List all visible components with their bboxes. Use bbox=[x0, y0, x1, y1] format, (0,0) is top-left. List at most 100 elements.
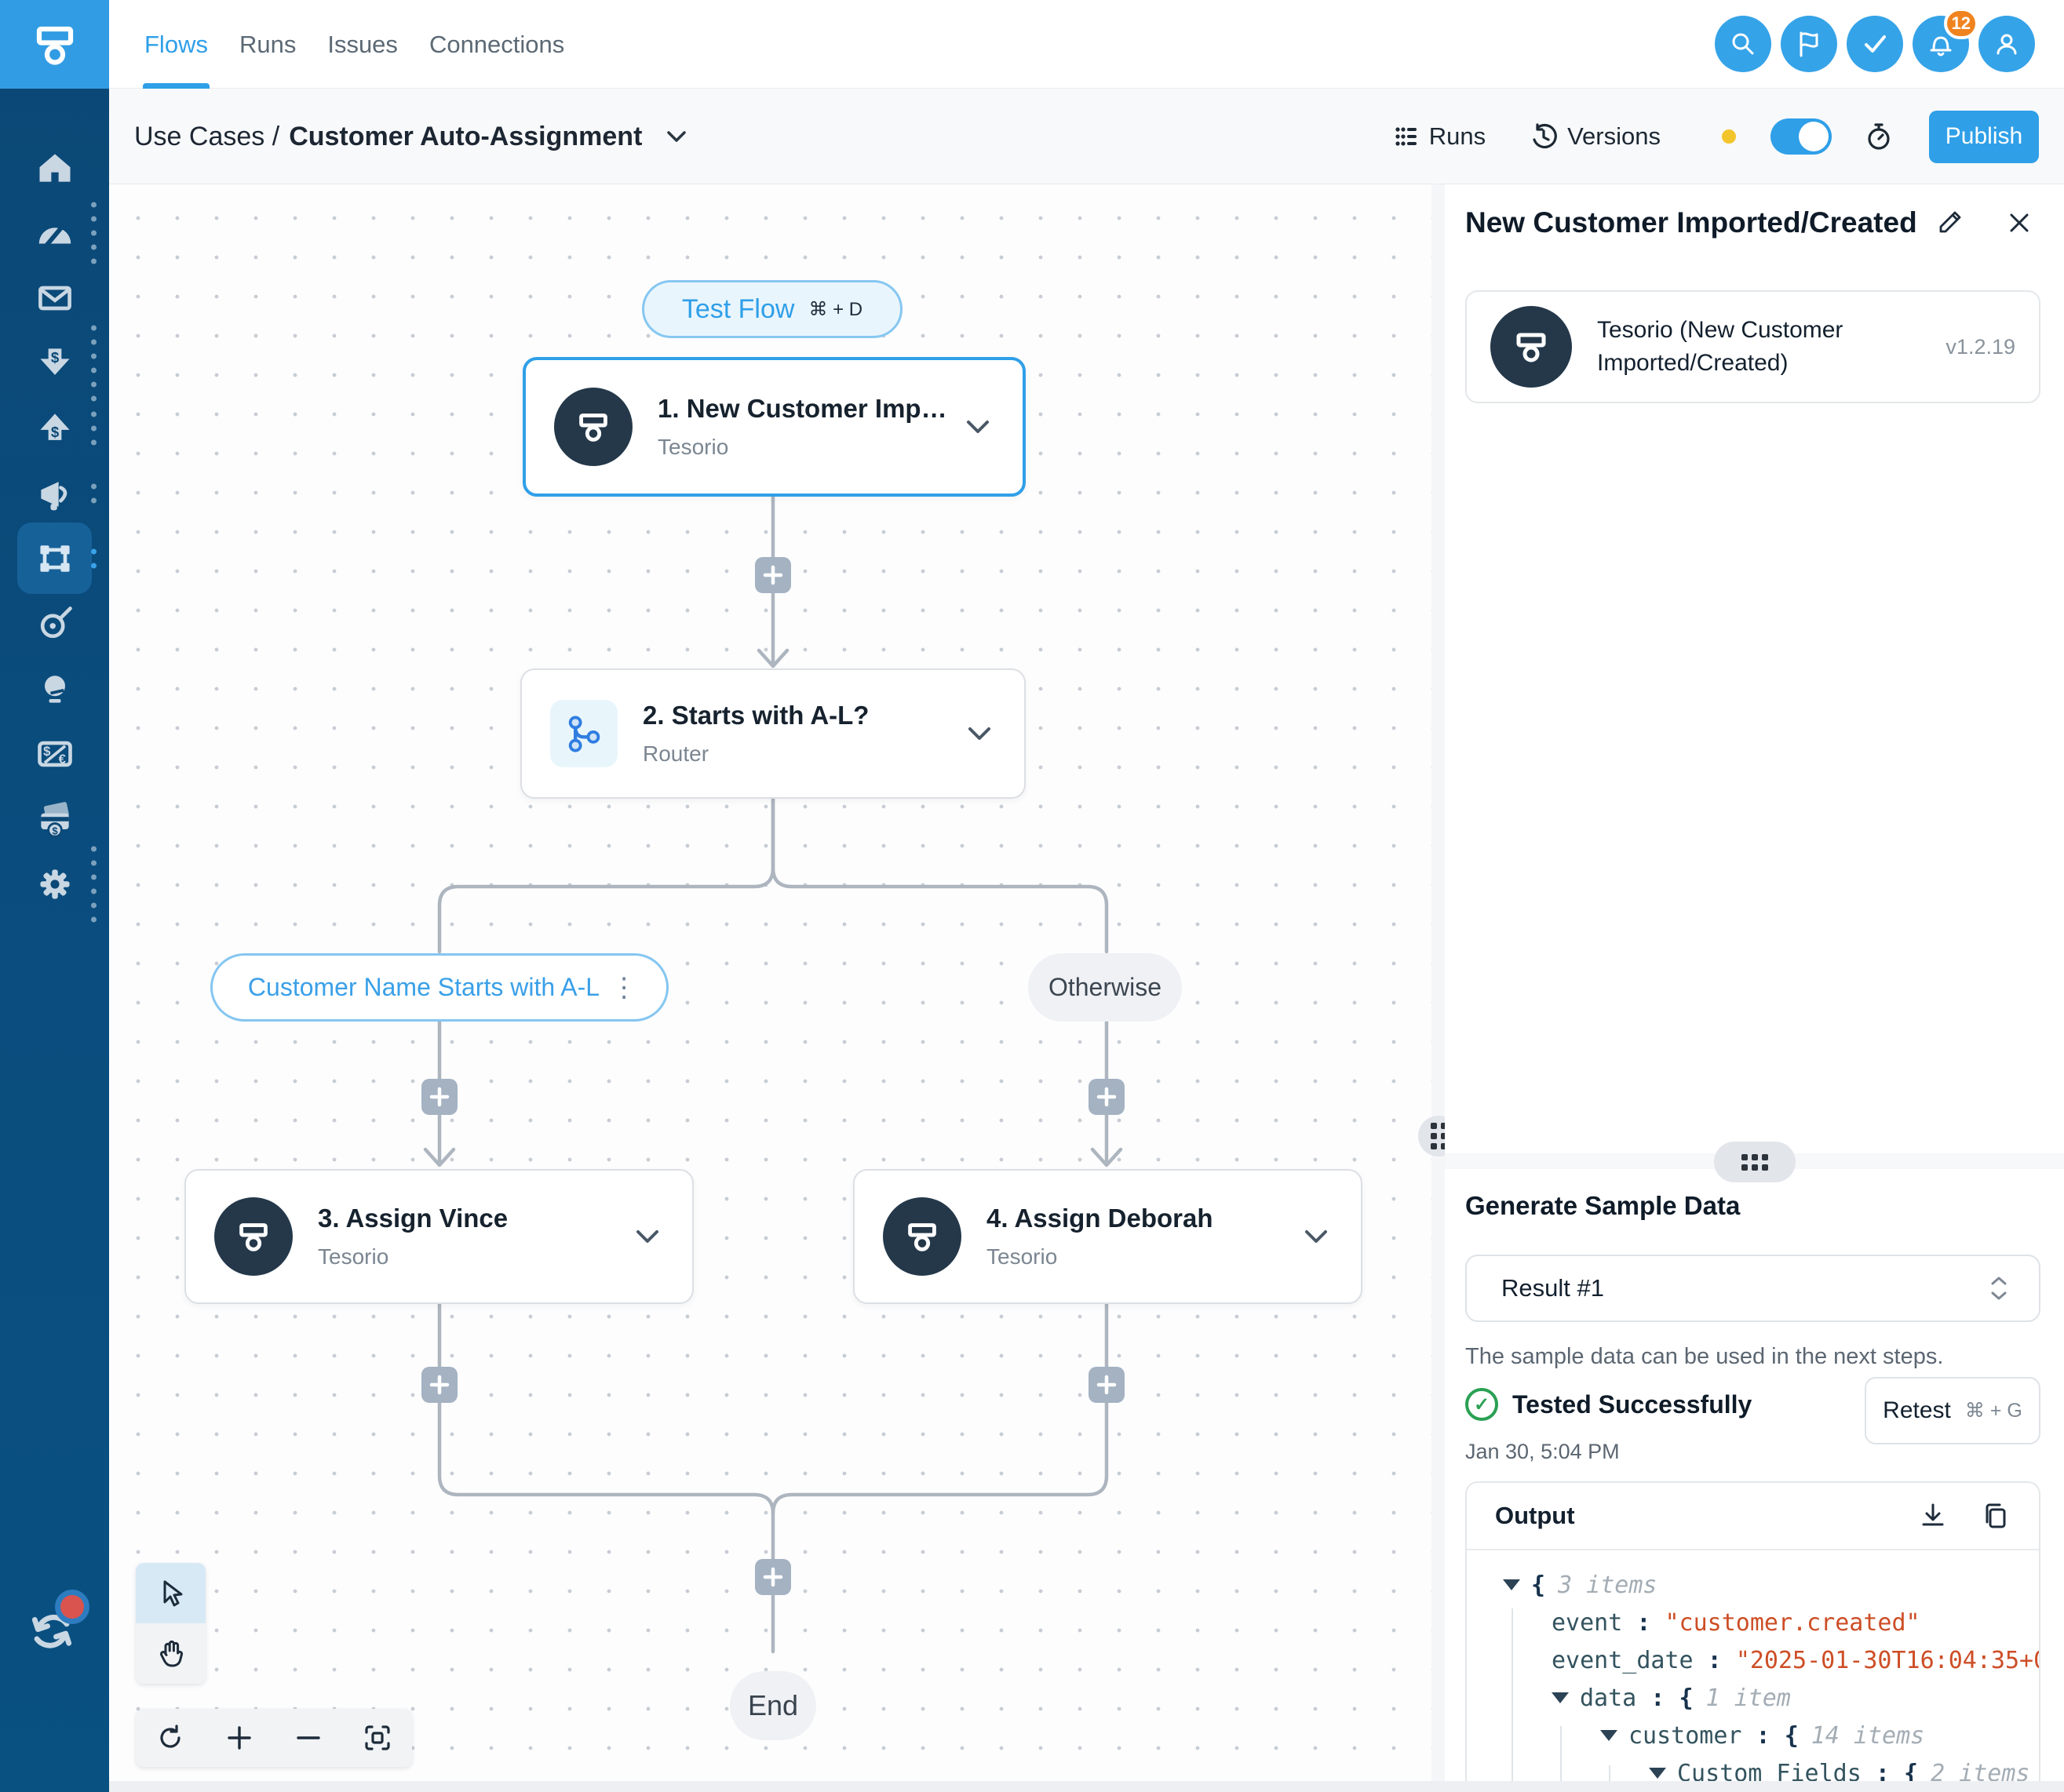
add-step-button[interactable] bbox=[755, 1559, 791, 1595]
history-icon bbox=[1533, 123, 1557, 149]
cash-in-subitems-dots bbox=[91, 325, 97, 401]
tab-connections[interactable]: Connections bbox=[428, 30, 565, 58]
campaigns-icon bbox=[40, 481, 67, 510]
notifications-button[interactable]: 12 bbox=[1913, 8, 1978, 72]
chevron-down-icon[interactable] bbox=[634, 1228, 661, 1245]
sidebar-item-settings[interactable] bbox=[0, 846, 109, 922]
search-button[interactable] bbox=[1715, 16, 1771, 72]
tab-runs[interactable]: Runs bbox=[239, 30, 297, 58]
sidebar-item-campaigns[interactable] bbox=[0, 461, 109, 526]
download-icon bbox=[1922, 1503, 1944, 1526]
copy-output-button[interactable] bbox=[1981, 1501, 2011, 1531]
retest-button[interactable]: Retest ⌘ + G bbox=[1865, 1377, 2040, 1444]
connector-name: Tesorio (New Customer Imported/Created) bbox=[1597, 317, 1843, 376]
dashboard-subitems-dots bbox=[91, 202, 97, 264]
json-row: event_date : "2025-01-30T16:04:35+0000" bbox=[1552, 1646, 2039, 1674]
collapse-toggle-icon[interactable] bbox=[1552, 1692, 1569, 1703]
test-flow-button[interactable]: Test Flow ⌘ + D bbox=[642, 280, 903, 338]
reset-view-button[interactable] bbox=[155, 1723, 185, 1753]
tab-flows[interactable]: Flows bbox=[143, 0, 210, 89]
sidebar-item-goals[interactable] bbox=[0, 591, 109, 656]
top-header: Flows Runs Issues Connections 12 bbox=[109, 0, 2064, 89]
sidebar-item-insights[interactable] bbox=[0, 656, 109, 721]
account-button[interactable] bbox=[1978, 16, 2035, 72]
home-icon bbox=[39, 153, 70, 182]
collapse-toggle-icon[interactable] bbox=[1600, 1730, 1617, 1741]
add-step-button[interactable] bbox=[755, 557, 791, 593]
bell-icon bbox=[1930, 36, 1952, 56]
canvas-zoom-toolbar bbox=[136, 1709, 412, 1767]
schedule-button[interactable] bbox=[1863, 121, 1894, 152]
edit-title-button[interactable] bbox=[1935, 208, 1964, 238]
branch-otherwise-pill[interactable]: Otherwise bbox=[1028, 953, 1182, 1022]
fit-view-button[interactable] bbox=[363, 1723, 392, 1753]
tesorio-logo-icon[interactable] bbox=[0, 0, 109, 89]
flow-edges bbox=[423, 495, 1123, 1654]
node-subtitle: Tesorio bbox=[318, 1244, 389, 1269]
tree-guide bbox=[1560, 1726, 1562, 1792]
node-assign-vince[interactable]: 3. Assign Vince Tesorio bbox=[184, 1169, 694, 1304]
runs-button[interactable]: Runs bbox=[1393, 122, 1486, 151]
flow-enabled-toggle[interactable] bbox=[1770, 118, 1832, 155]
collapse-toggle-icon[interactable] bbox=[1649, 1768, 1666, 1779]
svg-text:$: $ bbox=[43, 743, 51, 758]
panel-section-divider[interactable] bbox=[1445, 1142, 2064, 1182]
add-step-button[interactable] bbox=[421, 1079, 458, 1115]
tesorio-connector-icon bbox=[214, 1197, 293, 1276]
kebab-menu-icon[interactable]: ⋮ bbox=[611, 972, 638, 1003]
add-step-button[interactable] bbox=[1089, 1079, 1125, 1115]
flow-canvas[interactable]: Test Flow ⌘ + D 1. New Customer Imp… Tes… bbox=[109, 184, 1431, 1792]
sidebar-item-sync[interactable] bbox=[22, 1590, 89, 1663]
add-step-button[interactable] bbox=[1089, 1367, 1125, 1403]
select-mode-button[interactable] bbox=[136, 1563, 206, 1623]
add-step-button[interactable] bbox=[421, 1367, 458, 1403]
breadcrumb[interactable]: Use Cases / Customer Auto-Assignment bbox=[134, 89, 687, 184]
plus-icon bbox=[228, 1726, 251, 1750]
result-select[interactable]: Result #1 bbox=[1465, 1255, 2040, 1322]
sidebar-item-home[interactable] bbox=[0, 135, 109, 200]
publish-button[interactable]: Publish bbox=[1929, 110, 2039, 163]
versions-button[interactable]: Versions bbox=[1530, 122, 1661, 151]
dashboard-icon bbox=[38, 223, 71, 246]
tasks-button[interactable] bbox=[1847, 16, 1903, 72]
close-panel-button[interactable] bbox=[2006, 209, 2033, 236]
chevron-down-icon[interactable] bbox=[965, 418, 991, 435]
hand-icon bbox=[159, 1640, 183, 1666]
cash-in-icon: $ bbox=[39, 348, 70, 375]
zoom-out-button[interactable] bbox=[294, 1723, 323, 1753]
panel-resize-divider[interactable] bbox=[1418, 184, 1459, 1792]
download-output-button[interactable] bbox=[1918, 1501, 1948, 1531]
node-new-customer-trigger[interactable]: 1. New Customer Imp… Tesorio bbox=[523, 351, 1026, 497]
horizontal-scrollbar[interactable] bbox=[109, 1781, 2064, 1792]
node-assign-deborah[interactable]: 4. Assign Deborah Tesorio bbox=[853, 1169, 1362, 1304]
collapse-toggle-icon[interactable] bbox=[1503, 1579, 1520, 1590]
sidebar-item-mail[interactable] bbox=[0, 265, 109, 330]
insights-icon bbox=[44, 675, 65, 703]
sidebar-item-flows[interactable] bbox=[0, 523, 109, 594]
breadcrumb-parent[interactable]: Use Cases / bbox=[134, 121, 280, 151]
notification-badge: 12 bbox=[1943, 8, 1978, 39]
sidebar-item-dashboard[interactable] bbox=[0, 200, 109, 265]
output-header: Output bbox=[1467, 1483, 2039, 1550]
node-router[interactable]: 2. Starts with A-L? Router bbox=[520, 668, 1026, 799]
connector-card: Tesorio (New Customer Imported/Created) … bbox=[1465, 290, 2040, 403]
zoom-in-button[interactable] bbox=[224, 1723, 254, 1753]
sidebar-item-cash-in[interactable]: $ bbox=[0, 325, 109, 401]
flow-toolbar: Use Cases / Customer Auto-Assignment Run… bbox=[109, 89, 2064, 184]
currency-icon: $€ bbox=[37, 741, 72, 767]
feedback-button[interactable] bbox=[1781, 16, 1837, 72]
chevron-down-icon[interactable] bbox=[966, 725, 993, 742]
chevron-down-icon[interactable] bbox=[1303, 1228, 1329, 1245]
chevron-down-icon[interactable] bbox=[666, 129, 687, 144]
section-resize-handle[interactable] bbox=[1713, 1142, 1796, 1182]
runs-list-icon bbox=[1395, 127, 1417, 146]
sidebar-item-cash-out[interactable]: $ bbox=[0, 395, 109, 461]
user-icon bbox=[1997, 34, 2017, 55]
sidebar-item-payments[interactable]: $ bbox=[0, 786, 109, 851]
tab-issues[interactable]: Issues bbox=[327, 30, 398, 58]
tree-guide bbox=[1512, 1608, 1513, 1792]
pan-mode-button[interactable] bbox=[136, 1623, 206, 1684]
sidebar-item-currency[interactable]: $€ bbox=[0, 721, 109, 786]
branch-condition-pill[interactable]: Customer Name Starts with A-L ⋮ bbox=[210, 953, 669, 1022]
